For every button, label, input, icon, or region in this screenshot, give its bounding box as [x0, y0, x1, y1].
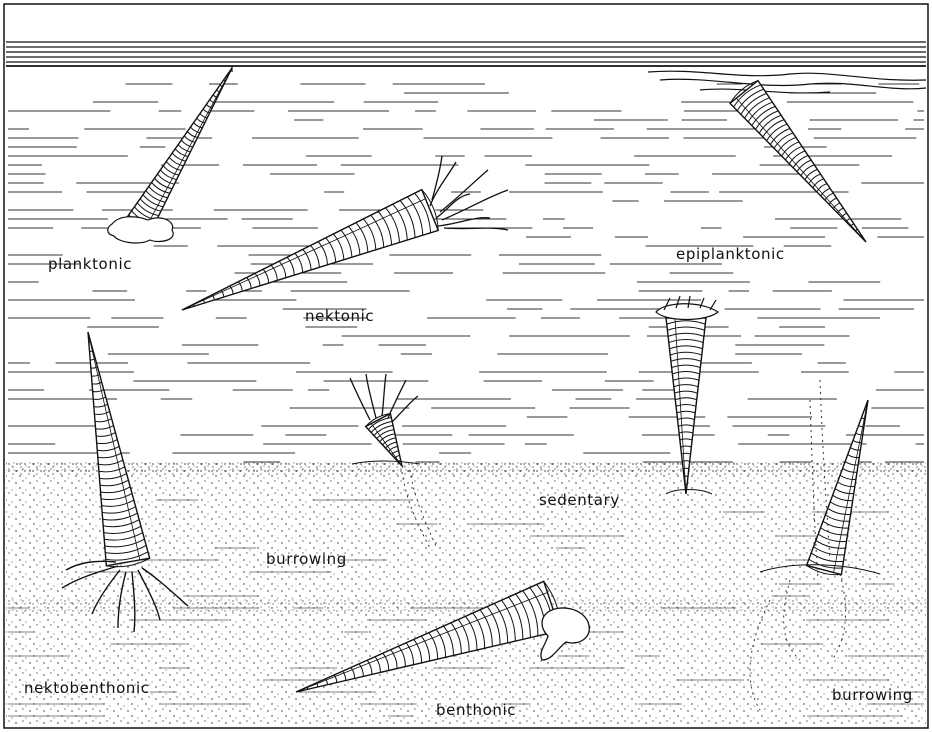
label-epiplanktonic: epiplanktonic	[676, 247, 785, 262]
label-burrowing-right: burrowing	[832, 688, 913, 703]
floating-mat	[648, 71, 926, 93]
label-nektobenthonic: nektobenthonic	[24, 681, 150, 696]
label-sedentary: sedentary	[539, 493, 620, 508]
label-nektonic: nektonic	[305, 309, 374, 324]
label-burrowing-left: burrowing	[266, 552, 347, 567]
burrowing-shell-left	[366, 414, 402, 466]
water-surface	[6, 42, 926, 66]
nektonic-shell	[182, 190, 438, 310]
planktonic-shell	[126, 68, 232, 233]
label-planktonic: planktonic	[48, 257, 132, 272]
label-benthonic: benthonic	[436, 703, 516, 718]
planktonic-disc	[108, 66, 232, 243]
epiplanktonic-shell	[730, 81, 866, 242]
